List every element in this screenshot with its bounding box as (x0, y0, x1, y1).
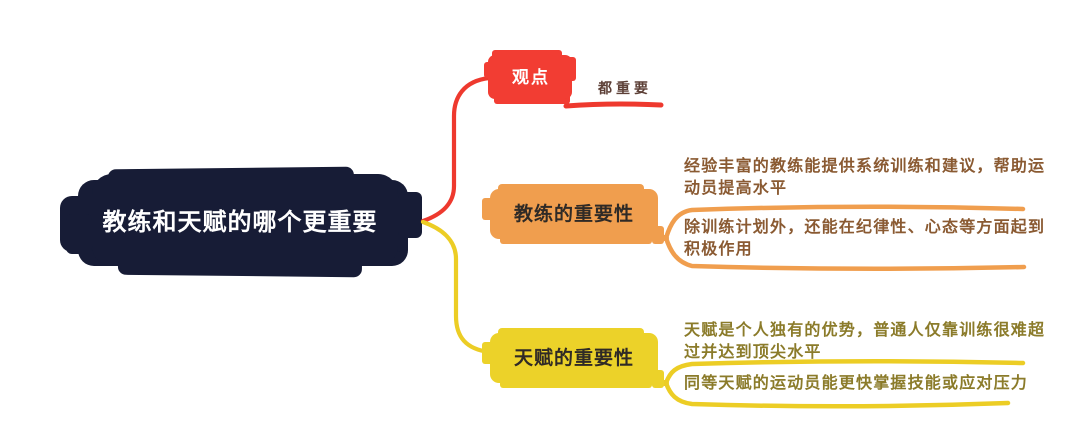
viewpoint-node-shape[interactable] (484, 50, 576, 104)
note-coach-2[interactable]: 除训练计划外，还能在纪律性、心态等方面起到 积极作用 (684, 216, 1045, 260)
note-line: 除训练计划外，还能在纪律性、心态等方面起到 (684, 217, 1046, 236)
talent-node-shape[interactable] (482, 328, 664, 388)
topic-talent-importance[interactable]: 天赋的重要性 (513, 347, 634, 369)
topic-coach-importance[interactable]: 教练的重要性 (513, 203, 634, 225)
root-node-shape[interactable] (60, 166, 422, 278)
note-talent-2[interactable]: 同等天赋的运动员能更快掌握技能或应对压力 (684, 372, 1028, 394)
branch-connector-talent (420, 219, 1026, 409)
coach-node-shape[interactable] (482, 184, 664, 244)
topic-viewpoint[interactable]: 观点 (512, 68, 550, 88)
note-coach-1[interactable]: 经验丰富的教练能提供系统训练和建议，帮助运 动员提高水平 (684, 155, 1045, 199)
note-line: 过并达到顶尖水平 (684, 342, 822, 361)
note-line: 同等天赋的运动员能更快掌握技能或应对压力 (684, 373, 1029, 392)
note-line: 经验丰富的教练能提供系统训练和建议，帮助运 (684, 156, 1046, 175)
branch-connector-viewpoint (420, 75, 664, 224)
note-talent-1[interactable]: 天赋是个人独有的优势，普通人仅靠训练很难超 过并达到顶尖水平 (684, 319, 1045, 363)
note-both-matter[interactable]: 都重要 (598, 81, 652, 97)
note-line: 积极作用 (684, 239, 753, 258)
root-topic[interactable]: 教练和天赋的哪个更重要 (102, 208, 378, 236)
note-line: 天赋是个人独有的优势，普通人仅靠训练很难超 (684, 320, 1046, 339)
note-line: 动员提高水平 (684, 178, 788, 197)
